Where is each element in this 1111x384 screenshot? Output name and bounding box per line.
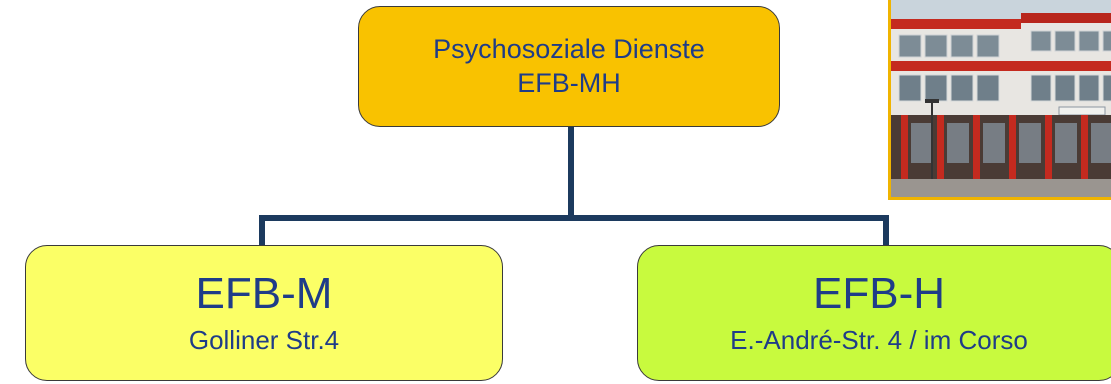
building-illustration — [891, 0, 1111, 197]
child-node-efb-h: EFB-H E.-André-Str. 4 / im Corso — [637, 245, 1111, 381]
child-node-title: EFB-M — [195, 269, 333, 319]
child-node-efb-m: EFB-M Golliner Str.4 — [25, 245, 503, 381]
child-node-subtitle: E.-André-Str. 4 / im Corso — [730, 325, 1028, 356]
building-photo — [888, 0, 1111, 200]
root-node-line1: Psychosoziale Dienste — [433, 33, 705, 64]
connector-right-vertical — [883, 215, 889, 246]
connector-left-vertical — [259, 215, 265, 246]
root-node: Psychosoziale Dienste EFB-MH — [358, 6, 780, 127]
root-node-line2: EFB-MH — [517, 67, 621, 98]
child-node-title: EFB-H — [813, 269, 945, 319]
child-node-subtitle: Golliner Str.4 — [188, 325, 340, 356]
connector-horizontal — [259, 215, 889, 221]
connector-root-vertical — [568, 127, 574, 218]
